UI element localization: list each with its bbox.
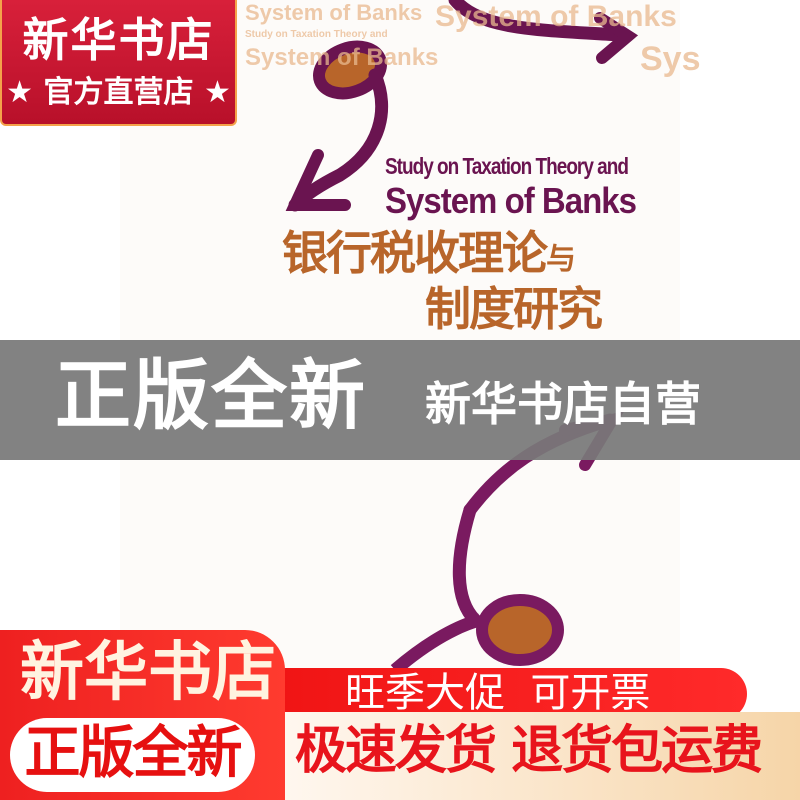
badge-subtitle: ★ 官方直营店 ★ (6, 75, 231, 110)
badge-title: 新华书店 (22, 13, 215, 67)
cover-bg-text: Study on Taxation Theory and (245, 29, 388, 40)
cover-bg-text: Sys (640, 40, 701, 78)
service-text: 极速发货 退货包运费 (295, 721, 763, 781)
store-badge (0, 0, 237, 126)
cover-bg-text: System of Banks (245, 44, 439, 71)
promo-text: 旺季大促 可开票 (345, 670, 651, 716)
title-cn-line2: 制度研究 (425, 282, 603, 336)
service-bar (285, 712, 800, 800)
cover-bg-text: System of Banks (435, 0, 677, 33)
gray-banner (0, 340, 800, 460)
arrow-left (288, 68, 388, 212)
arrow-top-right (448, 0, 627, 42)
title-en-line1: Study on Taxation Theory and (385, 154, 629, 181)
genuine-text: 正版全新 (24, 721, 243, 786)
banner-genuine-text: 正版全新 (55, 351, 367, 440)
title-en-line2: System of Banks (385, 180, 637, 221)
title-cn-text: 银行税收理论 (282, 226, 548, 280)
promo-pill (272, 668, 747, 720)
title-cn-line1: 银行税收理论与 (282, 226, 576, 280)
title-cn-connector: 与 (546, 242, 576, 277)
banner-store-text: 新华书店自营 (425, 377, 701, 431)
store-name: 新华书店 (20, 636, 276, 710)
cover-bg-text: System of Banks (245, 0, 423, 25)
genuine-pill (10, 718, 255, 792)
